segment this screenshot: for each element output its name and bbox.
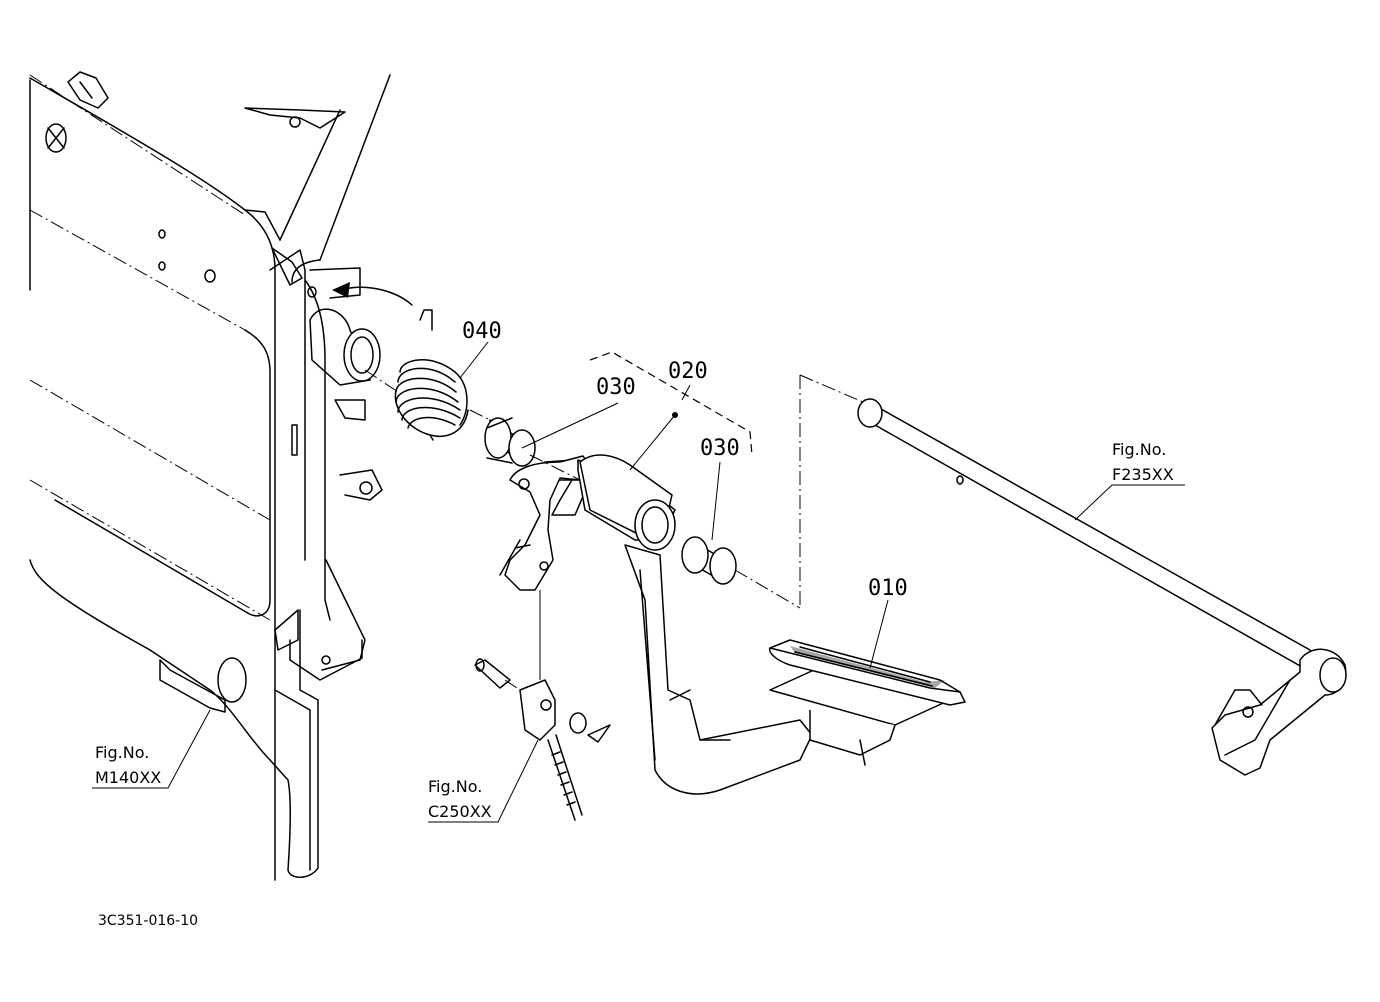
- pedal-arm: [499, 412, 813, 795]
- rotation-arrow: [332, 282, 413, 306]
- part-030-left-label: 030: [596, 375, 636, 400]
- torsion-spring: [364, 309, 491, 441]
- upper-bracket: [67, 71, 391, 299]
- fig-ref-f235-line1: Fig.No.: [1112, 440, 1166, 459]
- bushing-right: [529, 454, 801, 609]
- part-010-label: 010: [868, 576, 908, 601]
- leader-lines: [92, 341, 1185, 823]
- clevis-rod: [474, 590, 611, 821]
- cross-shaft: [799, 374, 1347, 776]
- frame-panel: [29, 74, 331, 881]
- part-020-label: 020: [668, 359, 708, 384]
- drawing-number: 3C351-016-10: [98, 913, 198, 929]
- pedal-pad: [768, 639, 966, 766]
- part-040-label: 040: [462, 319, 502, 344]
- frame-boss: [289, 308, 383, 681]
- fig-ref-m140-line1: Fig.No.: [95, 743, 149, 762]
- fig-ref-c250-line2: C250XX: [428, 802, 492, 821]
- fig-ref-c250-line1: Fig.No.: [428, 777, 482, 796]
- bushing-left: [484, 417, 536, 467]
- fig-ref-m140-line2: M140XX: [95, 768, 161, 787]
- fig-ref-f235-line2: F235XX: [1112, 465, 1174, 484]
- part-030-right-label: 030: [700, 436, 740, 461]
